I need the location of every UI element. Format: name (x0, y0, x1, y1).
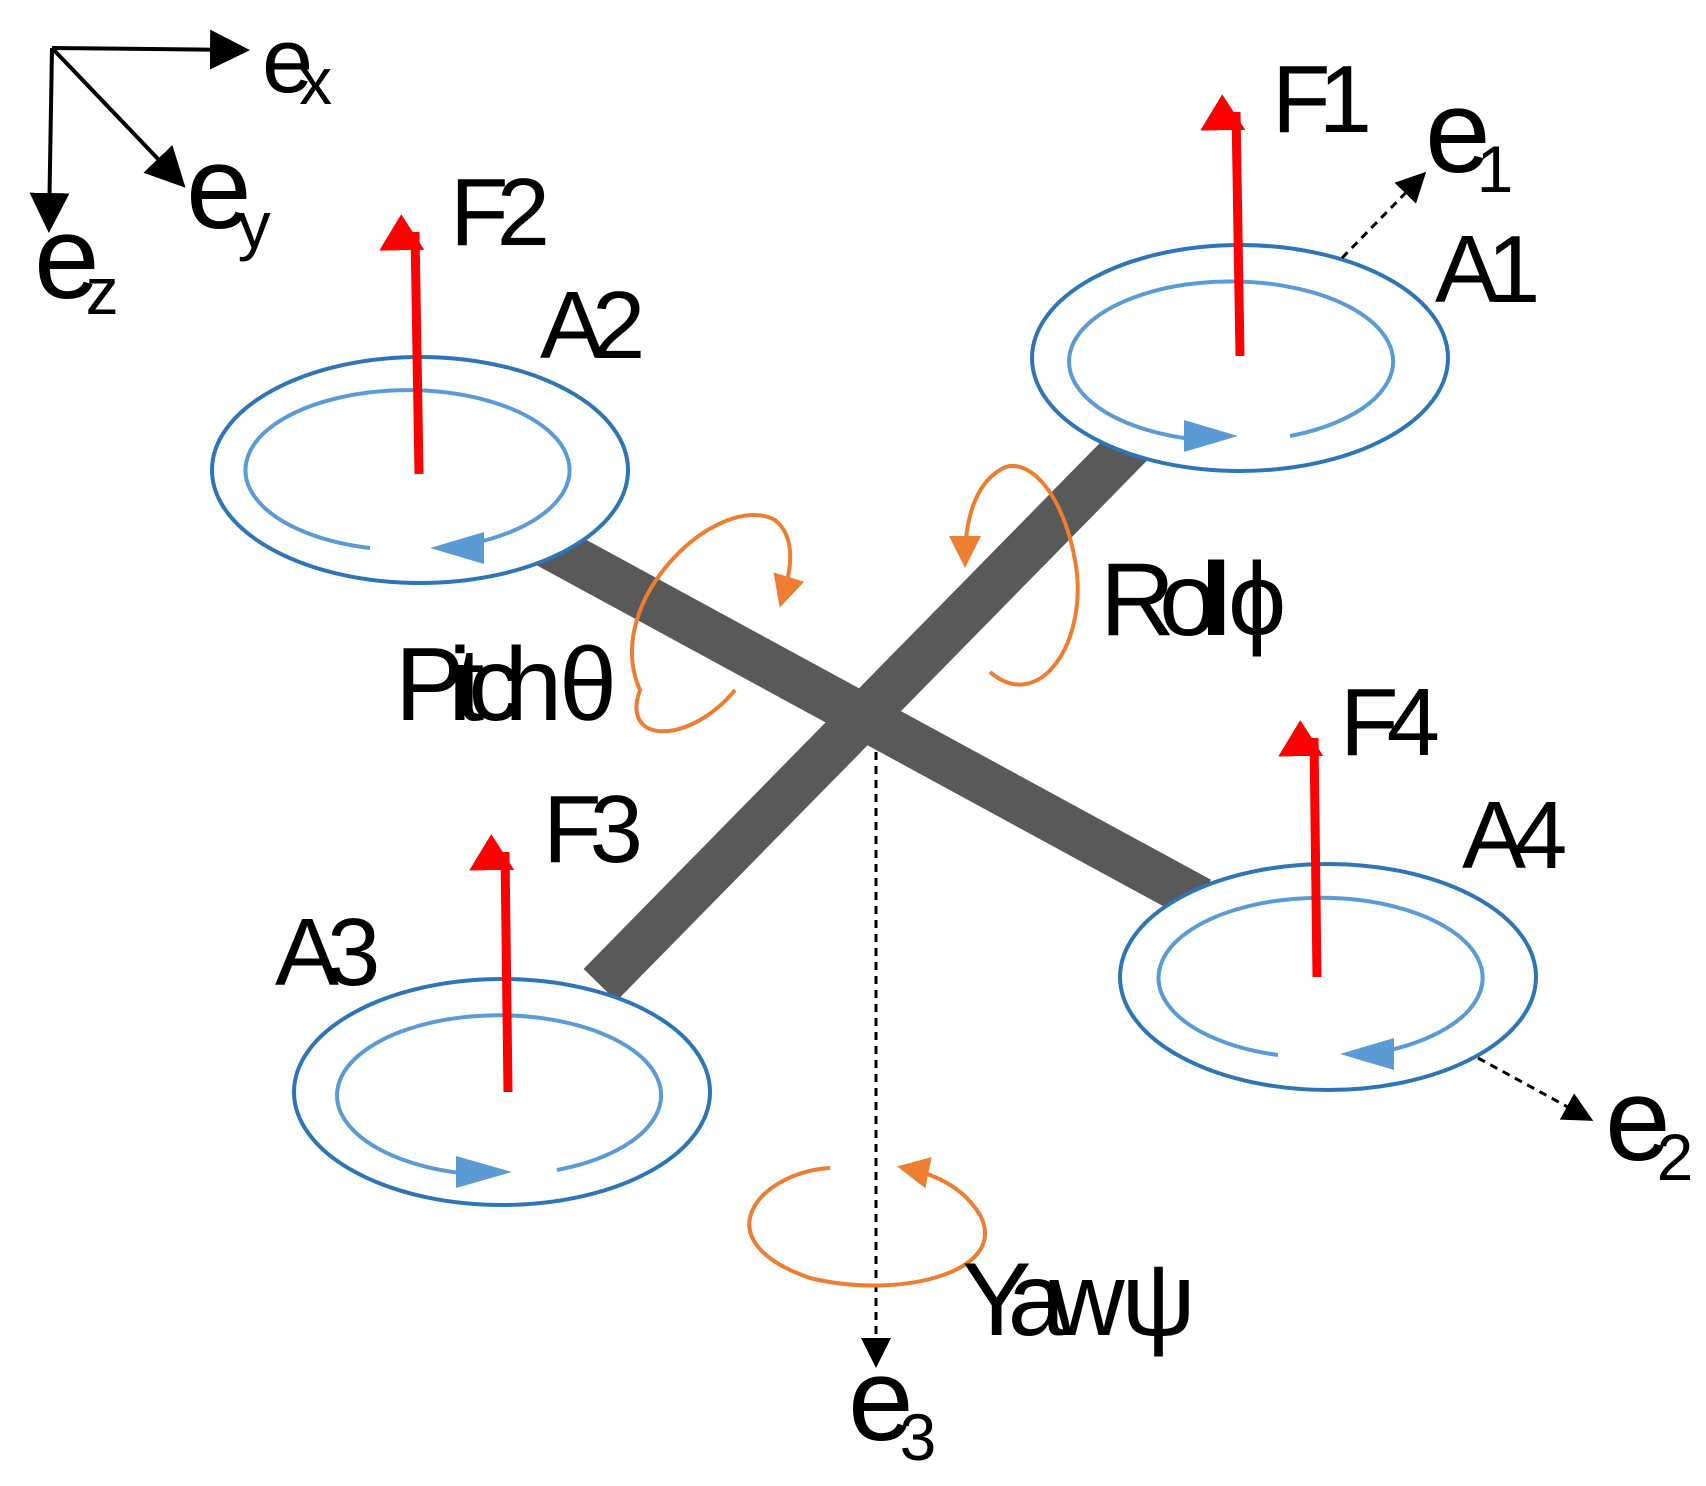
rotor-a4 (1118, 862, 1538, 1092)
rotor-a3 (292, 977, 712, 1207)
axis-ey-arrow (50, 46, 186, 188)
pitch-rotation-arrow (630, 512, 805, 734)
inertial-frame-axes (29, 29, 250, 233)
label-e1: e1 (1425, 66, 1511, 206)
body-frame-axes (861, 171, 1594, 1368)
axis-e2-arrow (1477, 1056, 1594, 1121)
force-f4-arrow (1278, 720, 1324, 978)
axis-e1-arrow (1340, 171, 1427, 260)
rotor-a3-spin-arrowhead (456, 1156, 512, 1188)
label-e2: e2 (1605, 1054, 1691, 1194)
label-ex: ex (262, 10, 332, 118)
force-f1-arrow (1200, 94, 1246, 357)
quadrotor-frame (509, 423, 1211, 1002)
force-f3-arrow (469, 834, 515, 1093)
rotor-a4-spin-arrowhead (1340, 1038, 1394, 1070)
label-yaw: Yaw ψ (962, 1242, 1189, 1358)
roll-rotation-arrow (949, 463, 1080, 687)
label-a4: A4 (1462, 782, 1565, 889)
rotor-a3-spin-arc (335, 1013, 663, 1176)
thrust-forces (379, 94, 1324, 1093)
label-e3: e3 (848, 1334, 934, 1474)
force-f2-arrow (379, 214, 425, 475)
axis-ex-arrow (51, 29, 250, 70)
label-ey: ey (186, 122, 271, 262)
label-f1: F1 (1272, 46, 1368, 153)
frame-arm-a1-a3 (583, 423, 1152, 1002)
rotor-a1 (1030, 243, 1450, 473)
label-a2: A2 (540, 272, 641, 379)
yaw-rotation-arrow (747, 1157, 988, 1288)
rotation-indicators (630, 463, 1080, 1288)
label-f4: F4 (1340, 669, 1438, 776)
label-a3: A3 (275, 899, 377, 1006)
label-roll: Roll ϕ (1100, 542, 1283, 658)
label-ez: ez (34, 192, 116, 328)
rotor-a2-spin-arrowhead (430, 532, 484, 564)
rotor-a2-spin-arc (243, 388, 572, 550)
axis-ez-arrow (29, 47, 70, 233)
label-pitch: Pitch θ (395, 627, 612, 743)
rotor-a1-spin-arc (1067, 279, 1395, 442)
label-f2: F2 (450, 159, 546, 266)
rotor-a1-spin-arrowhead (1184, 420, 1238, 452)
label-f3: F3 (543, 776, 640, 883)
label-a1: A1 (1435, 216, 1536, 323)
